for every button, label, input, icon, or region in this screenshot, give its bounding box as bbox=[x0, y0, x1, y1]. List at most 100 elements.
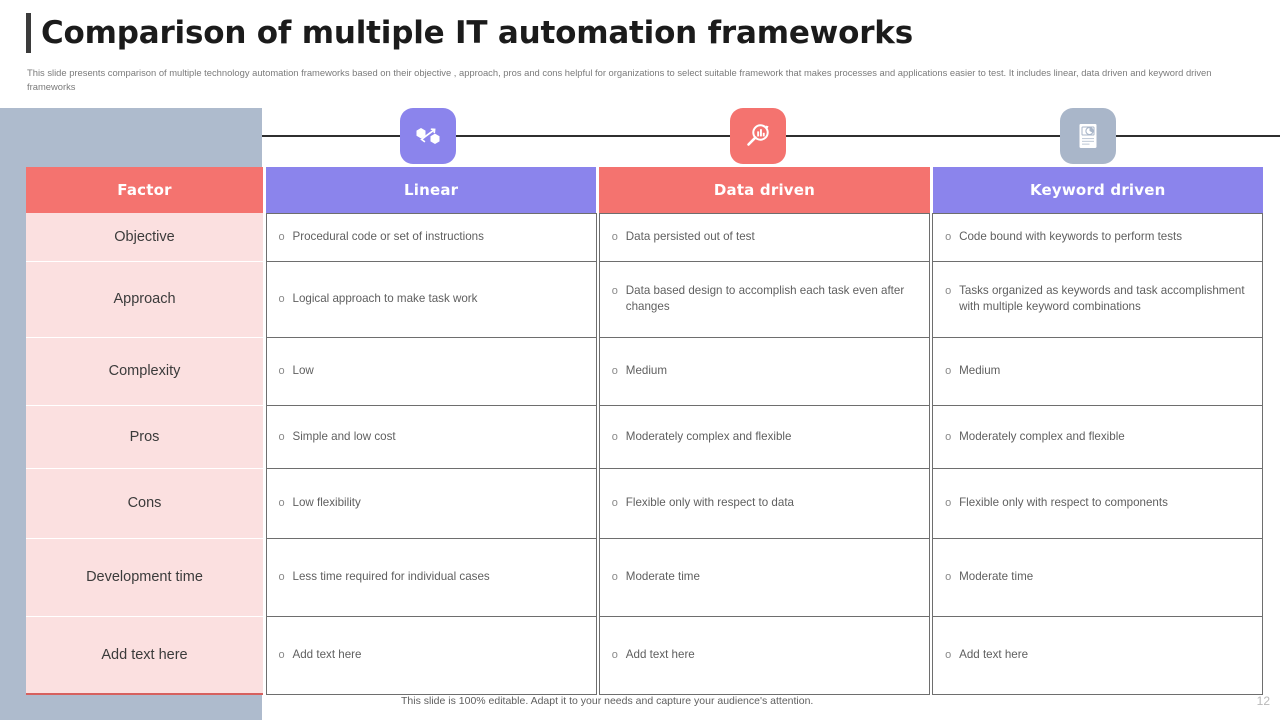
cell-text: Add text here bbox=[959, 648, 1029, 661]
header-gap bbox=[929, 167, 933, 213]
cell-text: Data persisted out of test bbox=[625, 230, 755, 243]
table-row: Development time o Less time required fo… bbox=[26, 537, 1264, 617]
bullet-icon: o bbox=[611, 571, 618, 583]
data-search-icon bbox=[730, 108, 786, 164]
factor-label: Pros bbox=[26, 405, 263, 469]
cell-gap bbox=[263, 405, 266, 468]
column-header-keyword-driven[interactable]: Keyword driven bbox=[932, 167, 1263, 213]
bullet-icon: o bbox=[278, 571, 285, 583]
table-body: Objective o Procedural code or set of in… bbox=[26, 212, 1264, 695]
page-number: 12 bbox=[1256, 694, 1270, 708]
cell-gap bbox=[596, 405, 600, 468]
cell-text: Moderately complex and flexible bbox=[625, 429, 792, 443]
cell-keyword-driven: o Tasks organized as keywords and task a… bbox=[932, 260, 1264, 338]
factor-label: Approach bbox=[26, 261, 263, 338]
cell-text: Add text here bbox=[292, 648, 362, 661]
bullet-icon: o bbox=[945, 497, 952, 509]
cell-text: Tasks organized as keywords and task acc… bbox=[959, 284, 1245, 313]
table-row: Complexity o Low o Medium bbox=[26, 336, 1264, 406]
factor-label[interactable]: Add text here bbox=[26, 616, 263, 695]
cell-keyword-driven[interactable]: o Add text here bbox=[932, 615, 1264, 695]
cell-text: Simple and low cost bbox=[292, 429, 396, 443]
bullet-icon: o bbox=[278, 649, 285, 661]
cell-gap bbox=[929, 616, 933, 694]
cell-keyword-driven: o Moderate time bbox=[932, 537, 1264, 617]
cell-gap bbox=[596, 616, 600, 694]
page-title: Comparison of multiple IT automation fra… bbox=[26, 10, 1256, 56]
cell-data-driven: o Flexible only with respect to data bbox=[598, 467, 931, 539]
cell-text: Medium bbox=[959, 364, 1001, 377]
bullet-icon: o bbox=[945, 365, 952, 377]
bullet-icon: o bbox=[611, 365, 618, 377]
comparison-table: Factor Linear Data driven Keyword driven… bbox=[26, 167, 1264, 695]
cell-gap bbox=[929, 213, 933, 261]
cell-gap bbox=[263, 261, 266, 337]
header-gap bbox=[596, 167, 600, 213]
bullet-icon: o bbox=[278, 430, 285, 443]
cell-gap bbox=[263, 337, 266, 405]
bullet-icon: o bbox=[945, 285, 952, 297]
cell-keyword-driven: o Flexible only with respect to componen… bbox=[932, 467, 1264, 539]
cell-data-driven: o Moderate time bbox=[598, 537, 931, 617]
cell-text: Code bound with keywords to perform test… bbox=[959, 230, 1183, 243]
bullet-icon: o bbox=[611, 285, 618, 297]
cell-gap bbox=[263, 616, 266, 694]
cell-keyword-driven: o Medium bbox=[932, 336, 1264, 406]
cell-text: Data based design to accomplish each tas… bbox=[625, 284, 905, 313]
cell-text: Moderately complex and flexible bbox=[959, 429, 1125, 443]
bullet-icon: o bbox=[945, 571, 952, 583]
cell-text: Procedural code or set of instructions bbox=[292, 230, 484, 243]
bullet-icon: o bbox=[945, 649, 952, 661]
table-row: Pros o Simple and low cost o Moderately … bbox=[26, 404, 1264, 469]
cell-linear: o Procedural code or set of instructions bbox=[265, 212, 597, 262]
cell-gap bbox=[929, 468, 933, 538]
bullet-icon: o bbox=[945, 231, 952, 243]
cell-linear: o Simple and low cost bbox=[265, 404, 597, 469]
cell-linear: o Less time required for individual case… bbox=[265, 537, 597, 617]
cell-text: Medium bbox=[625, 364, 668, 377]
footer-note: This slide is 100% editable. Adapt it to… bbox=[401, 695, 814, 707]
cell-keyword-driven: o Moderately complex and flexible bbox=[932, 404, 1264, 469]
cell-text: Moderate time bbox=[625, 570, 700, 583]
cell-data-driven[interactable]: o Add text here bbox=[598, 615, 931, 695]
factor-label: Development time bbox=[26, 538, 263, 617]
cell-text: Logical approach to make task work bbox=[292, 292, 478, 305]
column-header-linear[interactable]: Linear bbox=[266, 167, 597, 213]
bullet-icon: o bbox=[945, 430, 952, 443]
table-row: Approach o Logical approach to make task… bbox=[26, 260, 1264, 338]
cell-text: Flexible only with respect to components bbox=[959, 496, 1168, 509]
cell-gap bbox=[929, 405, 933, 468]
cell-data-driven: o Medium bbox=[598, 336, 931, 406]
cell-gap bbox=[929, 261, 933, 337]
table-row: Objective o Procedural code or set of in… bbox=[26, 212, 1264, 262]
table-row: Cons o Low flexibility o Flexible only w… bbox=[26, 467, 1264, 539]
title-text: Comparison of multiple IT automation fra… bbox=[41, 15, 913, 51]
column-header-factor[interactable]: Factor bbox=[26, 167, 263, 213]
linked-nodes-icon bbox=[400, 108, 456, 164]
cell-linear: o Logical approach to make task work bbox=[265, 260, 597, 338]
table-row: Add text here o Add text here o Add text… bbox=[26, 615, 1264, 695]
bullet-icon: o bbox=[611, 497, 618, 509]
cell-text: Moderate time bbox=[959, 570, 1034, 583]
cell-linear[interactable]: o Add text here bbox=[265, 615, 597, 695]
cell-gap bbox=[929, 337, 933, 405]
bullet-icon: o bbox=[278, 231, 285, 243]
cell-text: Low flexibility bbox=[292, 496, 361, 509]
cell-gap bbox=[929, 538, 933, 616]
cell-gap bbox=[263, 213, 266, 261]
cell-data-driven: o Moderately complex and flexible bbox=[598, 404, 931, 469]
cell-text: Less time required for individual cases bbox=[292, 570, 490, 583]
cell-text: Low bbox=[292, 364, 314, 377]
bullet-icon: o bbox=[611, 430, 618, 443]
cell-gap bbox=[263, 538, 266, 616]
cell-data-driven: o Data persisted out of test bbox=[598, 212, 931, 262]
bullet-icon: o bbox=[278, 497, 285, 509]
column-header-data-driven[interactable]: Data driven bbox=[599, 167, 930, 213]
cell-gap bbox=[596, 538, 600, 616]
table-header-row: Factor Linear Data driven Keyword driven bbox=[26, 167, 1263, 213]
document-report-icon bbox=[1060, 108, 1116, 164]
cell-gap bbox=[263, 468, 266, 538]
bullet-icon: o bbox=[278, 293, 285, 305]
bullet-icon: o bbox=[611, 231, 618, 243]
